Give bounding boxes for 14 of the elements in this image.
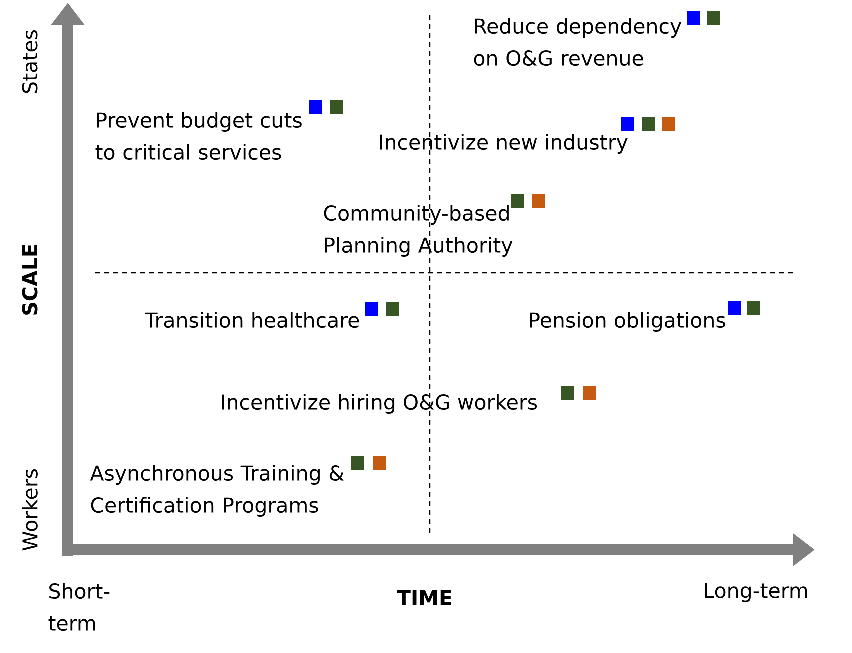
item-label: Pension obligations — [530, 312, 726, 332]
axis-label: Long-term — [705, 583, 808, 602]
axis-label: States — [22, 30, 38, 94]
axis-label: SCALE — [22, 245, 38, 315]
item-label: Transition healthcare — [145, 312, 360, 328]
item-label: Incentivize new industry — [380, 134, 628, 154]
item-label: Community-based Planning Authority — [324, 205, 513, 258]
axis-label: Workers — [22, 470, 38, 551]
axis-label: Short-term — [48, 583, 110, 632]
item-label: Prevent budget cuts to critical services — [96, 112, 302, 160]
item-label: Incentivize hiring O&G workers — [222, 394, 538, 414]
axis-label: TIME — [397, 590, 452, 606]
item-label: Asynchronous Training & Certification Programs — [90, 465, 344, 518]
item-label: Reduce dependency on O&G revenue — [474, 18, 682, 66]
